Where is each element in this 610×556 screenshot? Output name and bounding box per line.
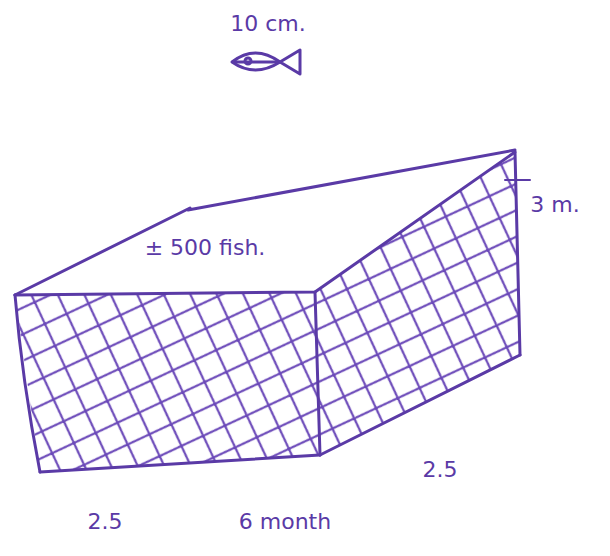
net-cage xyxy=(15,150,530,472)
note-label: 6 month xyxy=(239,510,331,534)
dimension-label: 10 cm. xyxy=(230,12,306,36)
count-label: ± 500 fish. xyxy=(141,236,270,260)
fish-icon xyxy=(232,50,300,74)
dimension-label: 3 m. xyxy=(530,193,579,217)
dimension-label: 2.5 xyxy=(423,458,458,482)
dimension-label: 2.5 xyxy=(88,510,123,534)
